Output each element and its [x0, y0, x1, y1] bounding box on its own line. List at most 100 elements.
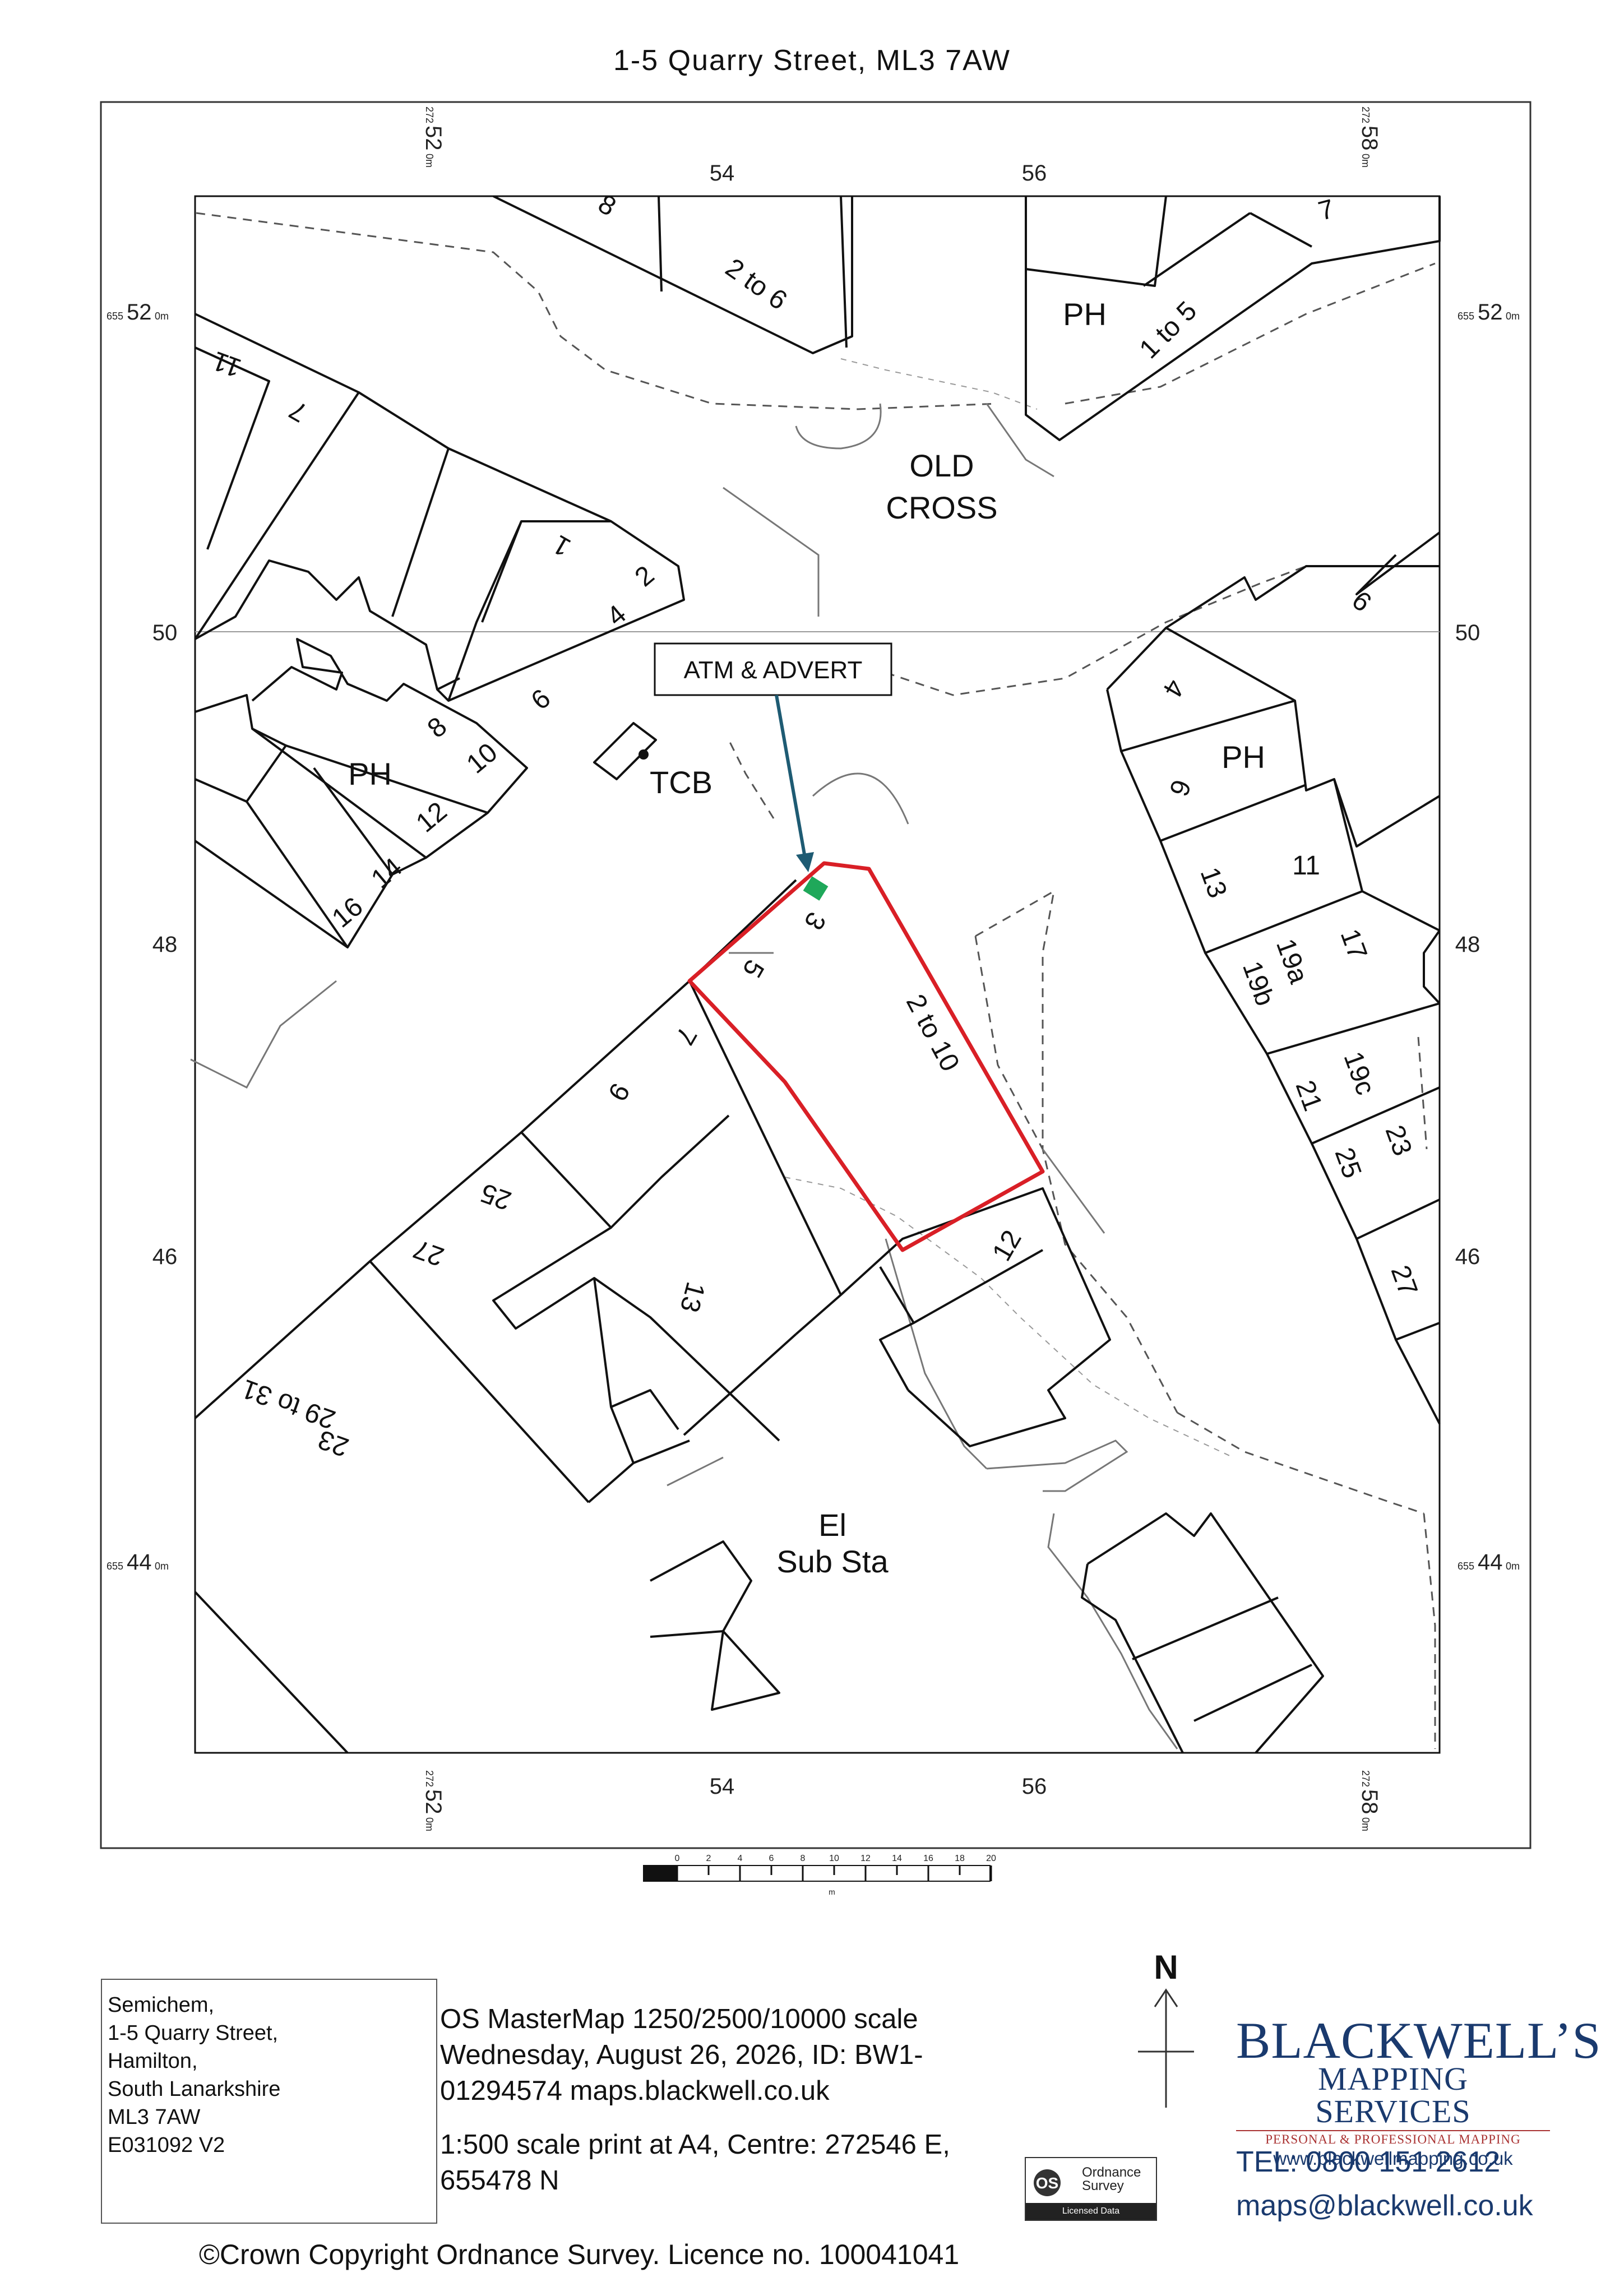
svg-text:0m: 0m	[1360, 154, 1371, 168]
house-7-left: 7	[284, 395, 312, 428]
house-13-right: 13	[1195, 864, 1233, 902]
corner-easting-ne: 272 58 0m	[1357, 107, 1382, 168]
house-19b: 19b	[1237, 957, 1280, 1010]
svg-text:0m: 0m	[1506, 1561, 1520, 1572]
map-frame	[194, 195, 1441, 1754]
os-licensed-bar: Licensed Data	[1026, 2203, 1156, 2220]
ordnance-survey-logo: OS Ordnance Survey Licensed Data	[1025, 2157, 1157, 2221]
info-line: 01294574 maps.blackwell.co.uk	[440, 2076, 830, 2106]
house-9-low: 9	[602, 1078, 635, 1106]
copyright-notice: ©Crown Copyright Ordnance Survey. Licenc…	[199, 2239, 960, 2270]
svg-text:m: m	[829, 1887, 835, 1896]
svg-text:655: 655	[107, 1561, 123, 1572]
tcb-dot	[639, 749, 649, 760]
svg-text:OS: OS	[1036, 2174, 1058, 2192]
house-12-left: 12	[411, 797, 453, 839]
grid-left-46: 46	[152, 1244, 178, 1269]
svg-text:52: 52	[421, 1789, 446, 1814]
svg-text:655: 655	[1458, 1561, 1474, 1572]
svg-text:272: 272	[424, 1770, 435, 1787]
house-9-right: 9	[1347, 585, 1378, 617]
svg-text:0m: 0m	[1506, 311, 1520, 322]
house-7-top: 7	[1315, 194, 1338, 226]
svg-text:44: 44	[1478, 1550, 1503, 1575]
atm-callout-box	[654, 642, 892, 696]
house-1-left: 1	[548, 529, 576, 562]
info-line: OS MasterMap 1250/2500/10000 scale	[440, 2004, 918, 2034]
svg-text:272: 272	[1360, 107, 1371, 123]
outer-frame	[100, 101, 1532, 1849]
address-line: South Lanarkshire	[108, 2077, 281, 2101]
grid-right-50: 50	[1455, 621, 1480, 645]
label-old: OLD	[909, 448, 974, 483]
scale-tick-label: 0	[675, 1854, 680, 1863]
os-logo-text: Survey	[1082, 2178, 1124, 2193]
house-19c: 19c	[1338, 1048, 1380, 1099]
label-sub-sta: Sub Sta	[776, 1544, 889, 1579]
os-logo-text: Ordnance	[1082, 2165, 1141, 2180]
house-6-right: 6	[1163, 776, 1196, 800]
address-line: ML3 7AW	[108, 2105, 201, 2129]
grid-bottom-54: 54	[710, 1774, 735, 1799]
blackwells-logo: BLACKWELL’S MAPPING SERVICES PERSONAL & …	[1236, 2015, 1601, 2169]
house-11-right: 11	[1292, 851, 1320, 881]
grid-top-56: 56	[1022, 161, 1047, 186]
grid-left-50: 50	[152, 621, 178, 645]
svg-text:52: 52	[421, 126, 446, 151]
house-5: 5	[737, 955, 770, 983]
house-2to6: 2 to 6	[720, 253, 793, 316]
house-25-right: 25	[1329, 1144, 1367, 1182]
svg-text:0m: 0m	[424, 1817, 435, 1831]
brand-tagline: PERSONAL & PROFESSIONAL MAPPING	[1236, 2130, 1550, 2147]
corner-easting-nw: 272 52 0m	[421, 107, 446, 168]
brand-website: www.blackwellmapping.co.uk	[1273, 2148, 1513, 2169]
label-cross: CROSS	[886, 490, 997, 525]
svg-text:52: 52	[1478, 300, 1503, 325]
info-line: 655478 N	[440, 2165, 559, 2196]
house-25-low: 25	[477, 1178, 515, 1216]
svg-text:0m: 0m	[1360, 1817, 1371, 1831]
grid-right-48: 48	[1455, 932, 1480, 957]
house-7-low: 7	[669, 1022, 702, 1050]
label-tcb: TCB	[650, 765, 712, 800]
map-title: 1-5 Quarry Street, ML3 7AW	[613, 44, 1011, 77]
callout-arrow-line	[775, 695, 807, 858]
scale-tick-label: 12	[860, 1854, 871, 1863]
svg-text:58: 58	[1357, 126, 1382, 151]
scale-tick-label: 8	[801, 1854, 806, 1863]
grid-top-54: 54	[710, 161, 735, 186]
corner-northing-se: 655 44 0m	[1458, 1550, 1520, 1575]
contact-email: maps@blackwell.co.uk	[1236, 2189, 1533, 2222]
brand-sub: MAPPING SERVICES	[1315, 2061, 1471, 2130]
house-10-left: 10	[461, 738, 503, 780]
corner-northing-ne: 655 52 0m	[1458, 300, 1520, 325]
house-13-low: 13	[674, 1279, 710, 1315]
scale-tick-label: 20	[986, 1854, 996, 1863]
corner-northing-nw: 655 52 0m	[107, 300, 169, 325]
house-12-low: 12	[987, 1225, 1028, 1266]
grid-left-48: 48	[152, 932, 178, 957]
address-line: Hamilton,	[108, 2049, 198, 2073]
svg-text:655: 655	[107, 311, 123, 322]
house-27-right: 27	[1385, 1262, 1423, 1300]
house-2to10: 2 to 10	[900, 989, 965, 1076]
label-ph-top: PH	[1063, 297, 1107, 332]
contact-info: TEL: 0800 151 2612 maps@blackwell.co.uk	[1236, 2140, 1533, 2228]
site-boundary	[687, 861, 1045, 1252]
os-icon: OS	[1034, 2169, 1061, 2196]
label-el: El	[818, 1507, 846, 1543]
house-19a: 19a	[1270, 935, 1313, 988]
house-4-right: 4	[1157, 674, 1190, 702]
scale-tick-label: 14	[892, 1854, 902, 1863]
address-line: Semichem,	[108, 1993, 215, 2017]
building-outlines	[194, 195, 1441, 1754]
house-1to5: 1 to 5	[1134, 296, 1202, 364]
grey-features	[190, 403, 1178, 1749]
svg-text:58: 58	[1357, 1789, 1382, 1814]
address-box: Semichem, 1-5 Quarry Street, Hamilton, S…	[101, 1979, 437, 2224]
svg-text:44: 44	[127, 1550, 152, 1575]
map-info: OS MasterMap 1250/2500/10000 scale Wedne…	[440, 2001, 1029, 2216]
house-6-left: 6	[526, 683, 557, 716]
